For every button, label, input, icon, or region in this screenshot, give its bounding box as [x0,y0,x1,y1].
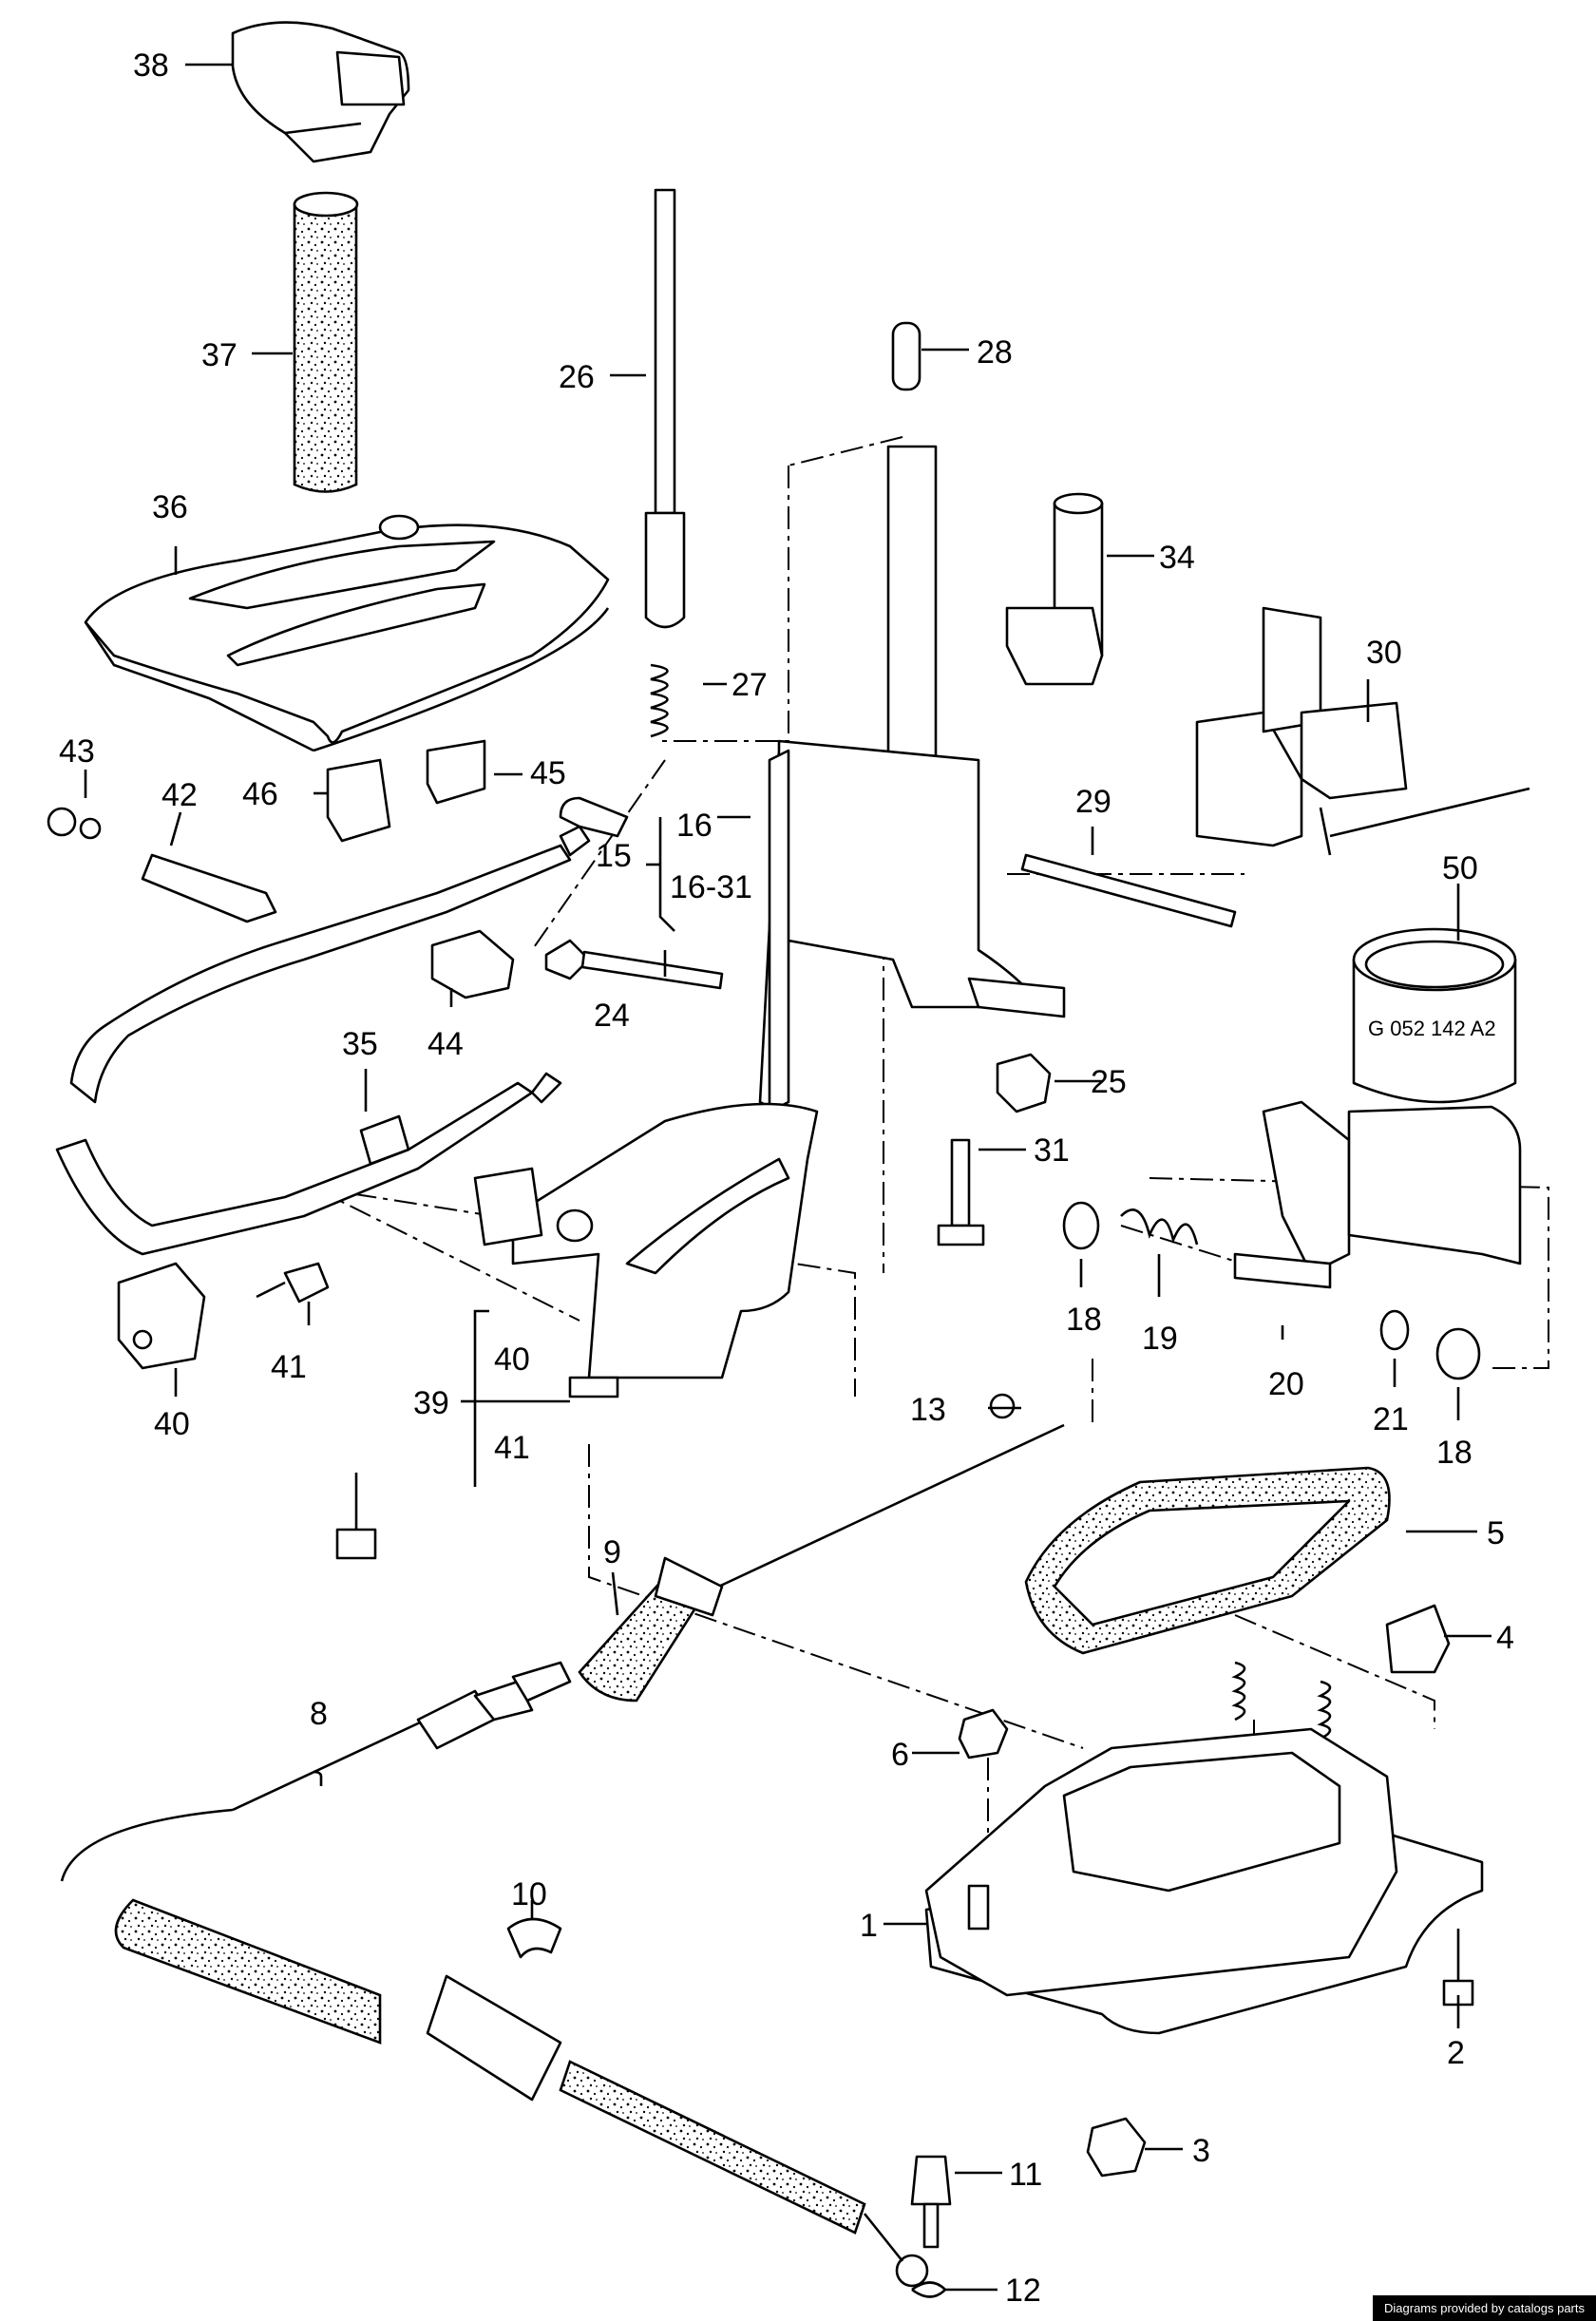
holder [1385,1604,1451,1674]
callout-35: 35 [342,1026,378,1062]
hex-nut-bottom [1086,2117,1147,2178]
screw [937,1138,985,1246]
callout-labels: 38 37 36 26 27 28 34 30 29 50 16 15 16-3… [59,48,1514,2309]
callout-42: 42 [162,777,198,813]
callout-10: 10 [511,1876,547,1912]
callout-43: 43 [59,733,95,770]
gasket [1024,1466,1391,1655]
callout-1: 1 [860,1908,878,1944]
callout-15: 15 [596,838,632,874]
self-tapping-screw [256,1262,330,1303]
callout-37: 37 [201,337,238,373]
callout-40: 40 [154,1406,190,1442]
guide-piece [326,758,391,843]
shift-knob [231,21,410,163]
callout-30: 30 [1366,635,1402,671]
adjusting-bolt [910,2155,952,2249]
spring-clip [426,739,486,805]
callout-2: 2 [1447,2035,1465,2071]
clip [117,1262,206,1370]
callout-11: 11 [1009,2157,1042,2193]
selector-lever-bracket [758,445,1066,1113]
retaining-clip [141,853,277,923]
selector-gate-cover [84,514,610,752]
selector-cable-boot [578,1423,1065,1703]
callout-36: 36 [152,489,188,525]
callout-20: 20 [1268,1366,1304,1402]
callout-3: 3 [1192,2133,1210,2169]
selector-gate-plate [473,1102,819,1398]
callout-13: 13 [910,1392,946,1428]
sealing-ring [1352,927,1517,1104]
callout-18-right: 18 [1436,1435,1472,1471]
callout-45: 45 [530,755,566,791]
callout-21: 21 [1373,1401,1409,1437]
callout-39-41: 41 [494,1430,530,1466]
shift-lever-sleeve [293,191,359,493]
diagram-credit: Diagrams provided by catalogs parts [1373,2295,1596,2321]
callout-25: 25 [1091,1064,1127,1100]
housing-springs [1231,1661,1332,1741]
callout-5: 5 [1487,1515,1505,1551]
callout-44: 44 [428,1026,464,1062]
callout-18-left: 18 [1066,1302,1102,1338]
small-cap [47,807,102,840]
callout-39: 39 [413,1385,449,1421]
callout-39-40: 40 [494,1341,530,1378]
callout-28: 28 [977,334,1013,371]
lock-lever [1233,1100,1522,1289]
callout-12: 12 [1005,2273,1041,2309]
washer [1062,1201,1100,1250]
callout-46: 46 [242,776,278,812]
selector-housing [924,1727,1484,2035]
callout-9: 9 [603,1534,621,1570]
loose-screw [335,1473,377,1560]
flange-nut [958,1708,1009,1760]
callout-29: 29 [1075,784,1112,820]
callout-50: 50 [1442,850,1478,886]
callout-26: 26 [559,359,595,395]
callout-27: 27 [732,667,768,703]
selector-cable [60,1661,929,2288]
lock-cable [55,796,629,1256]
callout-31: 31 [1034,1132,1070,1169]
callout-6: 6 [891,1737,909,1773]
callout-34: 34 [1159,540,1195,576]
lock-washer [1379,1309,1410,1351]
cable-clip [506,1917,562,1959]
pin [891,321,922,391]
callout-4: 4 [1496,1620,1514,1656]
selector-lever-switch [1195,606,1530,856]
callout-38: 38 [133,48,169,84]
callout-19: 19 [1142,1321,1178,1357]
callout-16-31: 16-31 [670,869,752,905]
long-bolt [1020,853,1237,928]
seal-ring-part-code: G 052 142 A2 [1368,1017,1496,1040]
callout-leaders [84,63,1492,2292]
holder-bracket [430,929,515,999]
callout-24: 24 [594,998,630,1034]
hex-nut [996,1053,1052,1113]
callout-41: 41 [271,1349,307,1385]
circlip [989,1393,1016,1419]
mounting-screw [1442,1929,1474,2007]
coil-spring [1120,1208,1199,1246]
washer-right [1435,1327,1481,1380]
compression-spring [650,663,669,738]
pivot-bolt [544,939,724,990]
callout-16: 16 [676,808,712,844]
callout-8: 8 [310,1696,328,1732]
selector-rod [644,188,686,629]
lever-sleeve [1005,492,1104,686]
